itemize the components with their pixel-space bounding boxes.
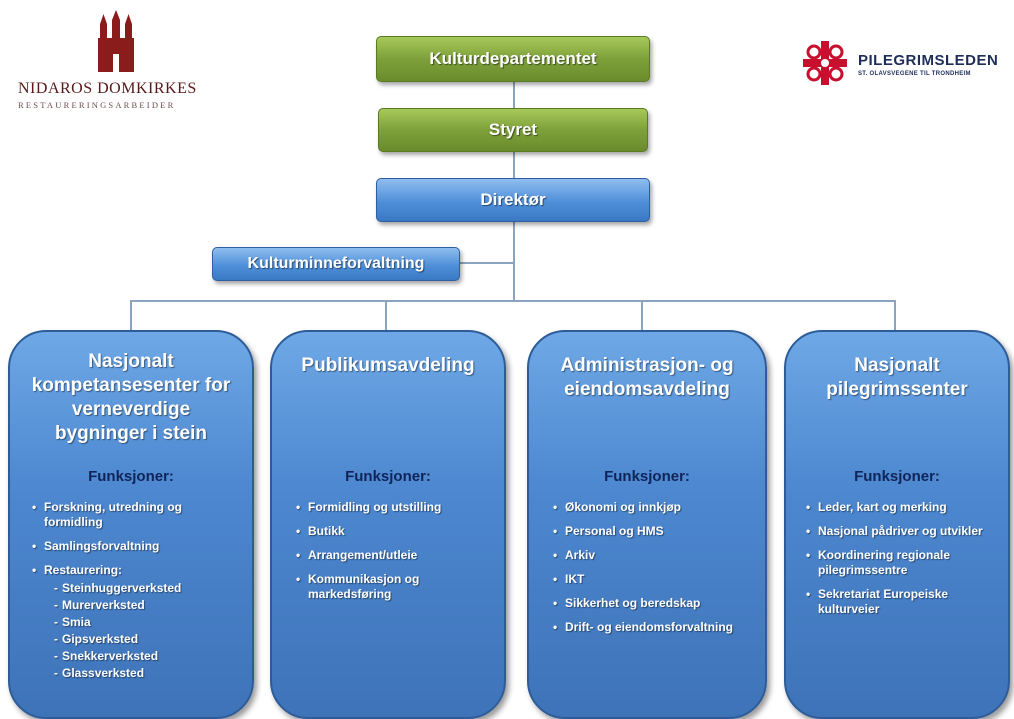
function-item: Forskning, utredning og formidling	[28, 500, 238, 530]
kulturminneforvaltning-label: Kulturminneforvaltning	[247, 255, 425, 272]
dept-publikumsavdeling: Publikumsavdeling Funksjoner: Formidling…	[270, 330, 506, 719]
connector-line	[130, 300, 896, 302]
function-item: Kommunikasjon og markedsføring	[292, 572, 492, 602]
pilegrimsleden-subtitle: ST. OLAVSVEGENE TIL TRONDHEIM	[858, 71, 971, 77]
connector-line	[513, 150, 515, 178]
dept-title: Publikumsavdeling	[301, 355, 475, 376]
funksjoner-heading: Funksjoner:	[88, 468, 174, 485]
styret-label: Styret	[488, 120, 538, 139]
function-item: Leder, kart og merking	[802, 500, 998, 515]
function-item: Drift- og eiendomsforvaltning	[549, 620, 749, 635]
direktor-label: Direktør	[480, 190, 546, 209]
kulturdepartementet-label: Kulturdepartementet	[429, 49, 597, 68]
connector-line	[513, 80, 515, 110]
function-item: Personal og HMS	[549, 524, 749, 539]
kulturdepartementet-box: Kulturdepartementet	[376, 36, 650, 82]
dept-administrasjon: Administrasjon- og eiendomsavdeling Funk…	[527, 330, 767, 719]
function-list: Formidling og utstilling Butikk Arrangem…	[292, 500, 492, 611]
dept-title: Nasjonalt kompetansesenter for verneverd…	[31, 351, 231, 444]
function-item: Samlingsforvaltning	[28, 539, 238, 554]
function-list: Økonomi og innkjøp Personal og HMS Arkiv…	[549, 500, 749, 644]
dept-kompetansesenter: Nasjonalt kompetansesenter for verneverd…	[8, 330, 254, 719]
nidaros-logo-title: NIDAROS DOMKIRKES	[18, 80, 197, 97]
styret-box: Styret	[378, 108, 648, 152]
function-subitem: Gipsverksted	[28, 632, 238, 647]
function-item: Arkiv	[549, 548, 749, 563]
nidaros-logo-subtitle: RESTAURERINGSARBEIDER	[18, 100, 176, 110]
direktor-box: Direktør	[376, 178, 650, 222]
dept-title: Administrasjon- og eiendomsavdeling	[560, 355, 734, 400]
function-subitem: Steinhuggerverksted	[28, 581, 238, 596]
pilegrimsleden-logo: PILEGRIMSLEDEN ST. OLAVSVEGENE TIL TROND…	[800, 38, 1010, 88]
function-item: Økonomi og innkjøp	[549, 500, 749, 515]
connector-line	[459, 262, 514, 264]
nidaros-domkirke-logo: NIDAROS DOMKIRKES RESTAURERINGSARBEIDER	[18, 10, 198, 110]
connector-line	[130, 300, 132, 332]
function-item: Restaurering:	[28, 563, 238, 578]
function-list: Leder, kart og merking Nasjonal pådriver…	[802, 500, 998, 626]
function-item: Butikk	[292, 524, 492, 539]
function-subitem: Murerverksted	[28, 598, 238, 613]
pilgrim-cross-icon	[803, 41, 847, 85]
connector-line	[385, 300, 387, 332]
dept-pilegrimssenter: Nasjonalt pilegrimssenter Funksjoner: Le…	[784, 330, 1010, 719]
connector-line	[513, 220, 515, 302]
function-item: Arrangement/utleie	[292, 548, 492, 563]
function-item: Formidling og utstilling	[292, 500, 492, 515]
function-subitem: Snekkerverksted	[28, 649, 238, 664]
funksjoner-heading: Funksjoner:	[604, 468, 690, 485]
function-subitem: Smia	[28, 615, 238, 630]
cathedral-icon	[98, 10, 134, 72]
function-item: Koordinering regionale pilegrimssentre	[802, 548, 998, 578]
kulturminneforvaltning-box: Kulturminneforvaltning	[212, 247, 460, 281]
connector-line	[894, 300, 896, 332]
dept-title: Nasjonalt pilegrimssenter	[826, 355, 968, 400]
function-list: Forskning, utredning og formidling Samli…	[28, 500, 238, 683]
function-item: Sikkerhet og beredskap	[549, 596, 749, 611]
funksjoner-heading: Funksjoner:	[345, 468, 431, 485]
function-item: IKT	[549, 572, 749, 587]
function-subitem: Glassverksted	[28, 666, 238, 681]
function-item: Sekretariat Europeiske kulturveier	[802, 587, 998, 617]
funksjoner-heading: Funksjoner:	[854, 468, 940, 485]
connector-line	[641, 300, 643, 332]
pilegrimsleden-title: PILEGRIMSLEDEN	[858, 52, 999, 69]
function-item: Nasjonal pådriver og utvikler	[802, 524, 998, 539]
